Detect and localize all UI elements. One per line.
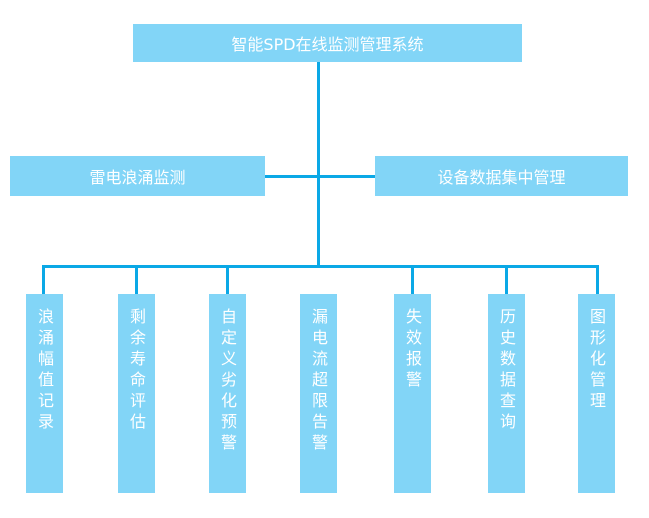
connector-leaves-bus [42, 265, 599, 268]
leaf-node: 图形化管理 [578, 294, 615, 493]
leaf-label: 自定义劣化预警 [218, 308, 237, 455]
connector-branches [265, 175, 375, 178]
leaf-label: 漏电流超限告警 [309, 308, 328, 455]
branch-label: 雷电浪涌监测 [89, 168, 186, 187]
leaf-node: 漏电流超限告警 [300, 294, 337, 493]
root-label: 智能SPD在线监测管理系统 [231, 35, 424, 54]
branch-node-data-management: 设备数据集中管理 [375, 156, 628, 196]
leaf-node: 自定义劣化预警 [209, 294, 246, 493]
connector-leaf [135, 265, 138, 294]
connector-root-trunk [317, 62, 320, 267]
branch-node-lightning-surge: 雷电浪涌监测 [10, 156, 265, 196]
leaf-label: 剩余寿命评估 [127, 308, 146, 434]
connector-leaf [42, 265, 45, 294]
connector-leaf [226, 265, 229, 294]
leaf-label: 历史数据查询 [497, 308, 516, 434]
root-node: 智能SPD在线监测管理系统 [133, 24, 522, 62]
leaf-node: 历史数据查询 [488, 294, 525, 493]
connector-leaf [505, 265, 508, 294]
connector-leaf [596, 265, 599, 294]
leaf-node: 浪涌幅值记录 [26, 294, 63, 493]
leaf-node: 失效报警 [394, 294, 431, 493]
leaf-label: 失效报警 [403, 308, 422, 392]
branch-label: 设备数据集中管理 [437, 168, 566, 187]
leaf-label: 浪涌幅值记录 [35, 308, 54, 434]
leaf-label: 图形化管理 [587, 308, 606, 413]
connector-leaf [411, 265, 414, 294]
leaf-node: 剩余寿命评估 [118, 294, 155, 493]
